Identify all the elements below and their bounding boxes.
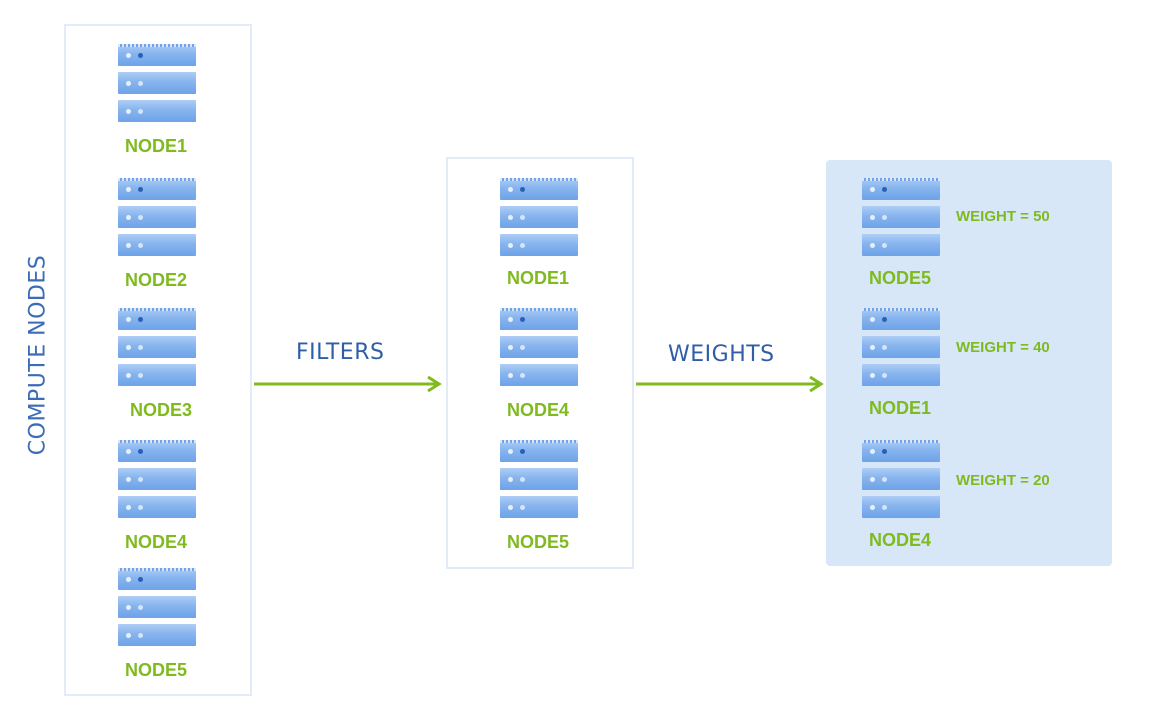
server-rack-icon [862,178,940,256]
arrow-right-icon [636,375,824,393]
node-label: NODE2 [124,270,187,290]
node-label: NODE4 [124,532,187,552]
server-rack-icon [862,440,940,518]
server-rack-icon [862,308,940,386]
server-rack-icon [118,308,196,386]
server-rack-icon [118,44,196,122]
server-rack-icon [118,568,196,646]
server-rack-icon [500,440,578,518]
weight-label: WEIGHT = 40 [956,339,1050,356]
server-rack-icon [500,178,578,256]
node-label: NODE1 [124,136,187,156]
node-label: NODE1 [868,398,931,418]
server-rack-icon [500,308,578,386]
node-label: NODE4 [868,530,931,550]
arrow-right-icon [254,375,442,393]
weight-label: WEIGHT = 50 [956,208,1050,225]
filters-label: FILTERS [296,340,385,365]
weights-label: WEIGHTS [668,342,775,367]
compute-nodes-box [64,24,252,696]
weight-label: WEIGHT = 20 [956,472,1050,489]
filtered-nodes-box [446,157,634,569]
node-label: NODE3 [129,400,192,420]
server-rack-icon [118,440,196,518]
server-rack-icon [118,178,196,256]
node-label: NODE5 [868,268,931,288]
node-label: NODE5 [506,532,569,552]
node-label: NODE1 [506,268,569,288]
node-label: NODE5 [124,660,187,680]
node-label: NODE4 [506,400,569,420]
